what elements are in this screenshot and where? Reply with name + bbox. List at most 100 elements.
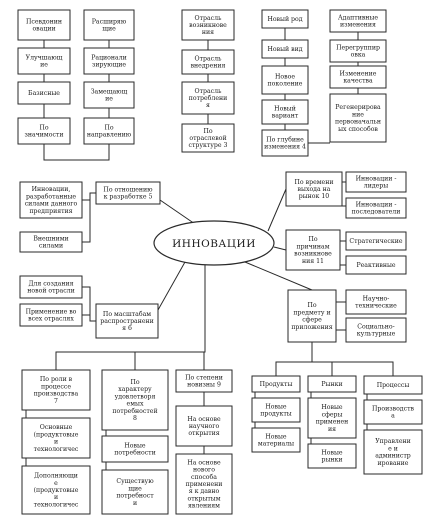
node-label-line: 8 xyxy=(133,415,137,422)
node-label: Новый вид xyxy=(267,46,302,53)
node-box xyxy=(17,47,71,75)
node-label-line: изменения 4 xyxy=(264,144,306,151)
connector-line xyxy=(275,342,313,376)
node-box xyxy=(19,181,83,219)
node-box xyxy=(175,369,233,393)
node-label-line: Существую xyxy=(116,478,154,485)
node-label-line: Применение во xyxy=(26,308,77,315)
node-label-line: последователи xyxy=(352,209,401,216)
node-label-line: е и xyxy=(388,445,398,452)
node-label-line: По времени xyxy=(295,179,334,186)
node-label-line: потребностей xyxy=(112,408,157,415)
node-label-line: а xyxy=(391,413,395,420)
node-label-line: Новое xyxy=(275,73,295,80)
node-label-line: потреблени xyxy=(189,95,227,102)
node-label-line: ие xyxy=(40,62,48,69)
node-label: Реактивные xyxy=(356,262,395,269)
node-box xyxy=(95,303,159,339)
node-box xyxy=(21,369,91,411)
node-label-line: Дополняющи xyxy=(34,473,78,480)
node-l4: Рынки xyxy=(307,375,357,393)
node-label-line: овка xyxy=(351,52,366,59)
node-box xyxy=(83,117,135,145)
node-label-line: рынки xyxy=(321,457,342,464)
node-label-line: лидеры xyxy=(364,183,388,190)
node-label: Социально-культурные xyxy=(357,323,396,337)
node-label-line: Новые xyxy=(124,442,146,449)
node-label-line: администр xyxy=(375,453,411,460)
node-label-line: По xyxy=(203,128,212,135)
node-label-line: зирующие xyxy=(92,62,126,69)
connector-line xyxy=(82,200,91,243)
node-box xyxy=(345,255,407,275)
node-label-line: разработанные xyxy=(26,193,76,200)
node-label-line: открытия xyxy=(188,430,219,437)
node-label-line: распространени xyxy=(100,318,154,325)
node-c2: Новый вид xyxy=(261,39,309,59)
node-box xyxy=(363,399,423,425)
node-label-line: Изменение xyxy=(340,70,377,77)
node-label: Стратегические xyxy=(349,238,402,245)
node-label-line: е xyxy=(54,480,58,487)
center-label: ИННОВАЦИИ xyxy=(172,238,256,250)
node-box xyxy=(251,375,301,393)
node-label-line: направлению xyxy=(87,132,132,139)
node-label-line: По xyxy=(307,302,316,309)
node-box xyxy=(101,369,169,431)
connector-line xyxy=(43,144,110,161)
node-label-line: Псевдонин xyxy=(26,18,62,25)
node-label-line: вариант xyxy=(272,113,299,120)
connector-lines xyxy=(25,28,394,470)
node-box xyxy=(21,417,91,459)
node-label-line: структуре 3 xyxy=(189,142,228,149)
node-box xyxy=(251,397,301,423)
node-label-line: емых xyxy=(127,401,144,408)
node-h2: Научно-технические xyxy=(345,289,407,315)
node-box xyxy=(181,123,235,153)
node-box xyxy=(287,289,337,343)
node-box xyxy=(363,375,423,395)
node-a5: Базисные xyxy=(17,81,71,105)
node-box xyxy=(181,9,235,41)
node-label-line: силами xyxy=(39,243,63,250)
node-box xyxy=(101,469,169,515)
node-box xyxy=(19,275,83,299)
node-label-line: ие xyxy=(105,96,113,103)
node-label-line: Рационали xyxy=(91,54,127,61)
node-e2: Инновации -лидеры xyxy=(345,171,407,193)
node-label-line: Инновации - xyxy=(356,201,397,208)
node-label-line: рынок 10 xyxy=(299,193,330,200)
node-box xyxy=(285,171,343,207)
node-box xyxy=(307,375,357,393)
node-label-line: По роли в xyxy=(40,376,73,383)
node-box xyxy=(261,65,309,95)
